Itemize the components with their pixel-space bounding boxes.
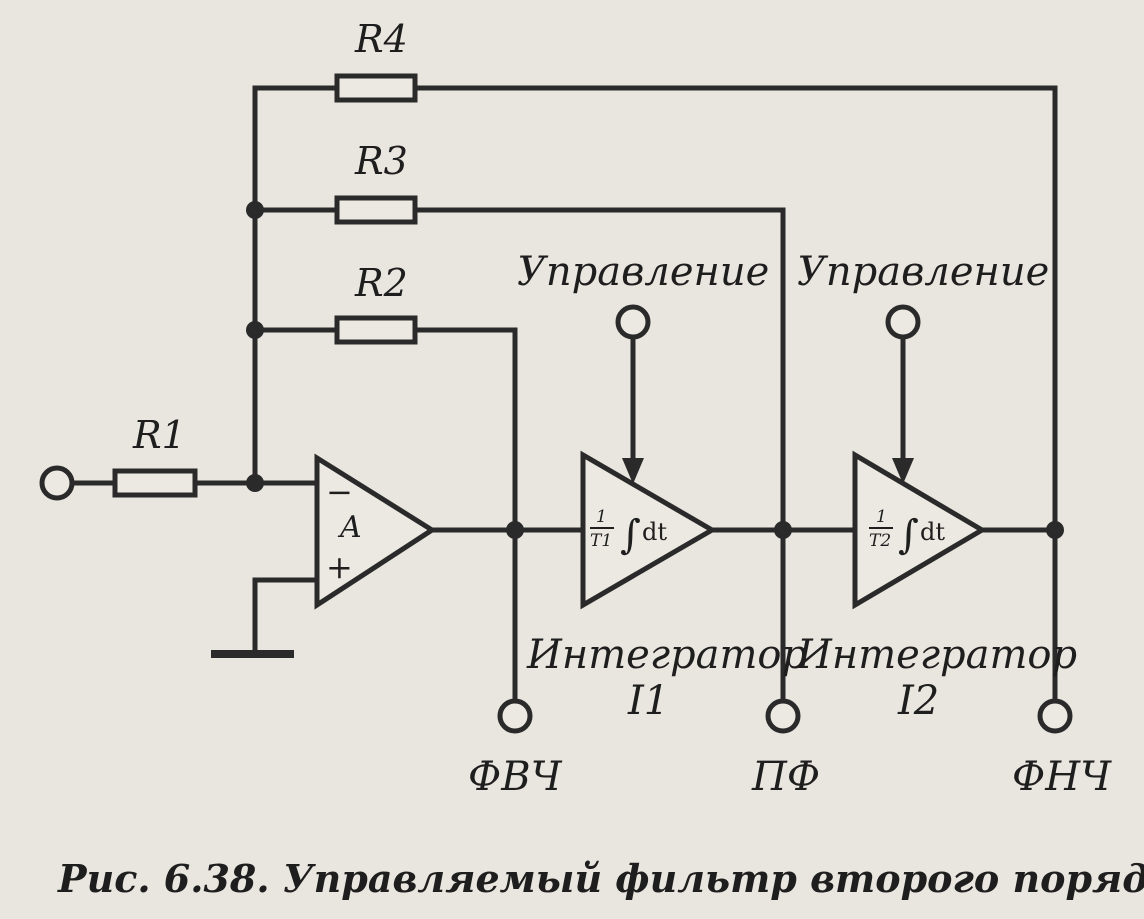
control-terminal-1 — [615, 304, 651, 340]
resistor-r1 — [112, 468, 198, 498]
integrator-1-integral: ∫ — [620, 512, 641, 558]
control-label-1: Управление — [517, 249, 769, 295]
integrator-1-frac-den: T1 — [590, 531, 612, 551]
output-terminal-bpf — [765, 698, 801, 734]
resistor-r3-label: R3 — [354, 139, 408, 183]
output-label-hpf: ФВЧ — [468, 754, 563, 800]
resistor-r2-label: R2 — [354, 261, 408, 305]
integrator-1-name: I1 — [627, 678, 669, 724]
input-terminal — [39, 465, 75, 501]
output-label-lpf: ФНЧ — [1012, 754, 1112, 800]
integrator-2 — [852, 450, 987, 610]
wires — [70, 85, 1058, 703]
output-terminal-hpf — [497, 698, 533, 734]
resistor-r4-label: R4 — [354, 17, 408, 61]
integrator-2-name: I2 — [897, 678, 939, 724]
junction-node — [246, 474, 264, 492]
integrator-2-frac-den: T2 — [869, 531, 891, 551]
figure-caption: Рис. 6.38. Управляемый фильтр второго по… — [57, 856, 1144, 901]
integrator-1 — [580, 450, 717, 610]
resistor-r1-label: R1 — [132, 413, 186, 457]
integrator-1-frac-num: 1 — [596, 507, 607, 527]
opamp-label: A — [337, 510, 362, 545]
resistor-r4 — [334, 73, 418, 103]
integrator-2-integral: ∫ — [898, 512, 919, 558]
integrator-2-title: Интегратор — [796, 632, 1077, 678]
integrator-1-title: Интегратор — [526, 632, 807, 678]
junction-node — [246, 321, 264, 339]
control-arrow-2 — [892, 458, 914, 484]
control-terminal-2 — [885, 304, 921, 340]
junction-node — [1046, 521, 1064, 539]
control-label-2: Управление — [797, 249, 1049, 295]
opamp-a — [314, 453, 437, 610]
opamp-plus-sign: + — [326, 548, 353, 586]
output-terminal-lpf — [1037, 698, 1073, 734]
output-label-bpf: ПФ — [751, 754, 820, 800]
control-arrow-1 — [622, 458, 644, 484]
resistor-r3 — [334, 195, 418, 225]
opamp-minus-sign: − — [326, 473, 353, 511]
integrator-2-frac-num: 1 — [876, 507, 887, 527]
resistor-r2 — [334, 315, 418, 345]
integrator-1-dt: dt — [642, 518, 667, 546]
junction-node — [246, 201, 264, 219]
junction-nodes — [246, 201, 1064, 539]
integrator-2-dt: dt — [920, 518, 945, 546]
junction-node — [506, 521, 524, 539]
junction-node — [774, 521, 792, 539]
